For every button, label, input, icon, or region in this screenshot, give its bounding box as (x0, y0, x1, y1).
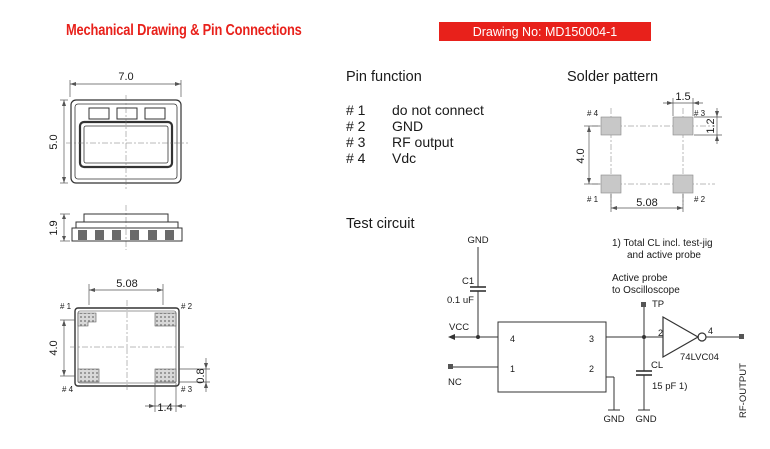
side-view (60, 205, 183, 250)
solder-pin3-label: # 3 (694, 109, 706, 118)
solder-pad-width-label: 1.5 (675, 91, 690, 103)
pin-description: Vdc (392, 150, 417, 166)
solder-pattern-heading: Solder pattern (567, 69, 659, 85)
pin-number: # 3 (346, 134, 366, 150)
nc-label: NC (448, 377, 462, 388)
note1-line1: 1) Total CL incl. test-jig (612, 238, 713, 249)
solder-pad-height-label: 1.2 (705, 118, 717, 133)
gnd-top-label: GND (467, 235, 488, 246)
tp-label: TP (652, 299, 664, 310)
solder-pin1-label: # 1 (587, 195, 599, 204)
pitch-label: 5.08 (116, 278, 137, 290)
solder-pitch-label: 5.08 (636, 197, 657, 209)
probe-line1: Active probe (612, 273, 668, 284)
osc-pin3-label: 3 (589, 334, 594, 344)
height-label: 5.0 (48, 134, 60, 149)
pin-description: GND (392, 118, 424, 134)
c1-label: C1 (462, 276, 474, 287)
cl-label: CL (651, 360, 663, 371)
bottom-pin3-label: # 3 (181, 385, 193, 394)
drawing-number-badge: Drawing No: MD150004-1 (439, 22, 651, 41)
note1-line2: and active probe (627, 250, 701, 261)
vcc-label: VCC (449, 322, 469, 333)
gnd-bottom-2-label: GND (635, 414, 656, 425)
solder-span-label: 4.0 (575, 148, 587, 163)
solder-pin4-label: # 4 (587, 109, 599, 118)
osc-pin4-label: 4 (510, 334, 515, 344)
c1-value-label: 0.1 uF (447, 295, 474, 306)
osc-pin2-label: 2 (589, 364, 594, 374)
pin-number: # 1 (346, 102, 366, 118)
bottom-pin4-label: # 4 (62, 385, 74, 394)
pad-span-label: 4.0 (48, 340, 60, 355)
buffer-label: 74LVC04 (680, 352, 719, 363)
bottom-pin2-label: # 2 (181, 302, 193, 311)
probe-line2: to Oscilloscope (612, 285, 680, 296)
thickness-label: 1.9 (48, 220, 60, 235)
document-title: Mechanical Drawing & Pin Connections (66, 22, 302, 39)
rf-output-label: RF-OUTPUT (738, 363, 749, 418)
buffer-input-pin-label: 2 (658, 328, 663, 338)
gnd-bottom-1-label: GND (603, 414, 624, 425)
bottom-pin1-label: # 1 (60, 302, 72, 311)
osc-pin1-label: 1 (510, 364, 515, 374)
test-circuit-schematic (448, 247, 744, 411)
pin-number: # 2 (346, 118, 366, 134)
test-circuit-heading: Test circuit (346, 216, 415, 232)
pin-function-heading: Pin function (346, 69, 422, 85)
width-label: 7.0 (118, 71, 133, 83)
buffer-output-pin-label: 4 (708, 326, 713, 336)
pin-description: do not connect (392, 102, 484, 118)
pin-number: # 4 (346, 150, 366, 166)
solder-pin2-label: # 2 (694, 195, 706, 204)
top-view (60, 80, 188, 190)
bottom-view (60, 284, 210, 412)
pad-height-label: 0.8 (195, 368, 207, 383)
solder-pattern-drawing (584, 98, 722, 212)
pad-width-label: 1.4 (157, 402, 172, 414)
pin-description: RF output (392, 134, 454, 150)
cl-value-label: 15 pF 1) (652, 381, 687, 392)
